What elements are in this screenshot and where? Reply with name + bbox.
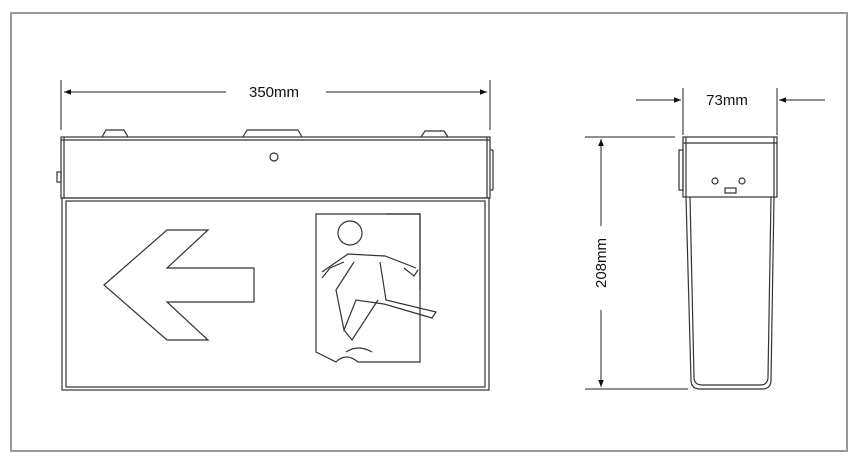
side-screw — [738, 177, 746, 185]
drawing-frame — [10, 12, 848, 452]
housing — [60, 136, 491, 199]
running-man-exit-icon — [315, 213, 437, 363]
left-arrow-icon — [103, 229, 255, 341]
width-dimension — [60, 80, 491, 130]
top-clip-right — [420, 130, 449, 138]
sign-panel — [61, 197, 490, 391]
side-port — [724, 187, 737, 194]
front-view — [56, 129, 494, 391]
top-clip-center — [242, 129, 303, 138]
depth-dimension — [636, 88, 825, 135]
depth-label: 73mm — [706, 92, 748, 109]
top-clip-left — [101, 129, 129, 138]
height-label: 208mm — [593, 238, 610, 288]
width-label: 350mm — [249, 84, 299, 101]
side-view — [678, 136, 778, 390]
side-panel — [685, 196, 775, 390]
status-led — [269, 152, 279, 162]
side-led — [711, 177, 719, 185]
height-dimension — [585, 136, 688, 390]
